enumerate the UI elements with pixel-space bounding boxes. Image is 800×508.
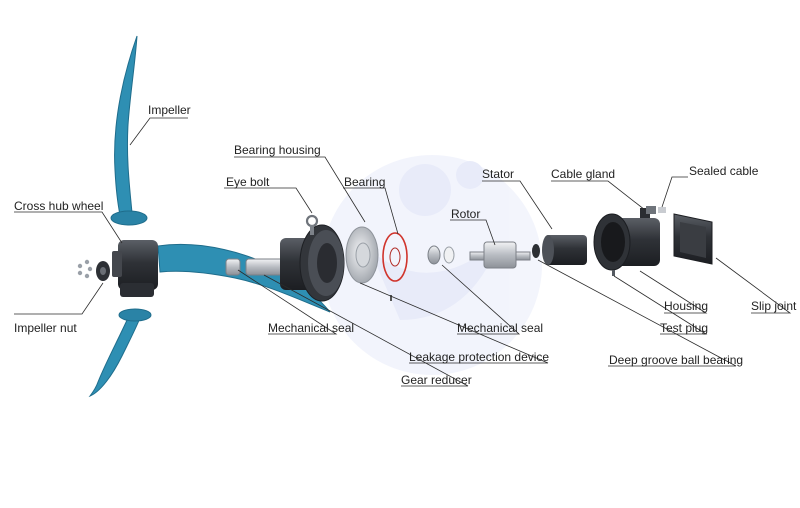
impeller-blade-top xyxy=(110,35,148,226)
leader-gear-reducer xyxy=(263,274,469,387)
rotor-part xyxy=(469,241,531,269)
slip-joint-part xyxy=(673,213,713,265)
leader-cable-gland xyxy=(551,180,646,211)
label-bearing: Bearing xyxy=(344,175,386,189)
leader-mechanical-seal-left xyxy=(237,269,338,335)
label-test-plug: Test plug xyxy=(660,321,709,335)
leader-deep-groove xyxy=(537,259,737,367)
label-mechanical-seal-left: Mechanical seal xyxy=(268,321,355,335)
label-leakage-protection-device: Leakage protection device xyxy=(409,350,550,364)
leader-bearing-housing xyxy=(234,156,366,223)
label-housing: Housing xyxy=(664,299,709,313)
test-plug-part xyxy=(612,270,615,276)
mechanical-seal-left-part xyxy=(225,258,241,276)
stator-part xyxy=(542,235,587,265)
small-screw xyxy=(390,295,392,301)
leader-rotor xyxy=(450,219,496,246)
leader-impeller xyxy=(129,117,188,146)
leader-housing xyxy=(639,270,708,314)
label-eye-bolt: Eye bolt xyxy=(226,175,270,189)
leader-impeller-nut xyxy=(14,282,104,315)
leader-mechanical-seal-right xyxy=(441,264,521,335)
cross-hub-wheel-part xyxy=(112,240,158,297)
leader-stator xyxy=(482,180,553,230)
leader-sealed-cable xyxy=(661,176,688,208)
leader-bearing xyxy=(343,187,399,235)
leader-test-plug xyxy=(613,275,708,335)
label-mechanical-seal-right: Mechanical seal xyxy=(457,321,544,335)
eye-bolt-part xyxy=(305,214,319,235)
bearing-housing-body xyxy=(280,224,345,302)
label-stator: Stator xyxy=(482,167,515,181)
leader-eye-bolt xyxy=(224,187,313,214)
leader-leakage-protection xyxy=(359,282,549,364)
impeller-blade-right xyxy=(157,243,331,313)
label-cross-hub-wheel: Cross hub wheel xyxy=(14,199,104,213)
label-gear-reducer: Gear reducer xyxy=(401,373,472,387)
mechanical-seal-right-part xyxy=(427,245,455,265)
leader-slip-joint xyxy=(715,257,792,314)
label-slip-joint: Slip joint xyxy=(751,299,797,313)
label-impeller-nut: Impeller nut xyxy=(14,321,77,335)
bearing-ring-part xyxy=(382,232,408,282)
deep-groove-ball-bearing-part xyxy=(532,244,540,258)
housing-part xyxy=(593,208,660,271)
label-impeller: Impeller xyxy=(148,103,191,117)
watermark-logo xyxy=(322,155,542,375)
leader-lines xyxy=(14,117,792,387)
cable-gland-part xyxy=(646,206,666,214)
label-bearing-housing: Bearing housing xyxy=(234,143,321,157)
label-cable-gland: Cable gland xyxy=(551,167,616,181)
label-deep-groove-ball-bearing: Deep groove ball bearing xyxy=(609,353,744,367)
impeller-nut-part xyxy=(77,259,110,281)
impeller-blade-bottom xyxy=(88,308,152,398)
label-rotor: Rotor xyxy=(451,207,481,221)
leakage-protection-disc xyxy=(345,226,379,284)
label-sealed-cable: Sealed cable xyxy=(689,164,759,178)
leader-cross-hub-wheel xyxy=(14,211,123,244)
